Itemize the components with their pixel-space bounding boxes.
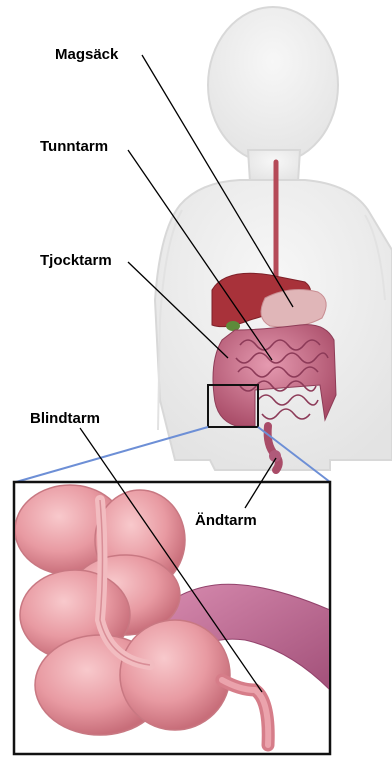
label-rectum: Ändtarm — [195, 512, 257, 529]
label-small-intestine: Tunntarm — [40, 138, 108, 155]
inset-panel — [14, 482, 330, 754]
label-stomach: Magsäck — [55, 46, 118, 63]
label-large-intestine: Tjocktarm — [40, 252, 112, 269]
label-appendix: Blindtarm — [30, 410, 100, 427]
